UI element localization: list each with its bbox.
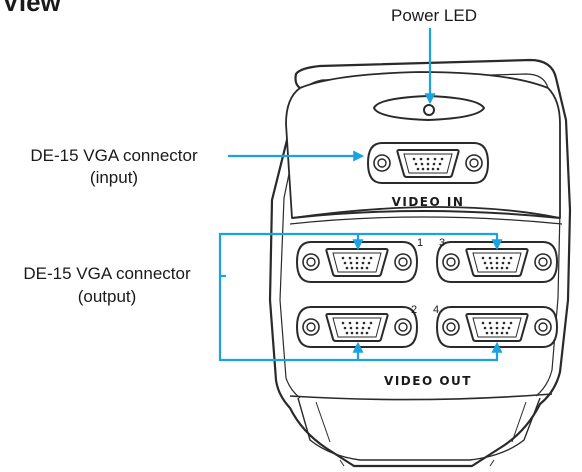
page-title: View <box>2 0 61 17</box>
vga-output-sublabel: (output) <box>77 287 137 306</box>
power-led-label: Power LED <box>391 6 477 25</box>
power-led-icon <box>423 104 435 116</box>
vga-input-port <box>367 142 489 184</box>
vga-output-bracket-bottom <box>218 276 498 362</box>
vga-output-port-2 <box>296 306 418 348</box>
port-number-2: 2 <box>411 304 417 316</box>
port-number-4: 4 <box>433 304 439 316</box>
vga-output-port-4 <box>436 306 558 348</box>
vga-output-label: DE-15 VGA connector <box>23 264 191 283</box>
vga-input-sublabel: (input) <box>89 168 139 187</box>
port-number-1: 1 <box>417 237 423 249</box>
power-led-window <box>372 94 486 122</box>
port-number-3: 3 <box>439 237 445 249</box>
video-out-label: VIDEO OUT <box>384 374 472 388</box>
vga-input-label: DE-15 VGA connector <box>30 146 198 165</box>
video-in-label: VIDEO IN <box>392 195 465 209</box>
